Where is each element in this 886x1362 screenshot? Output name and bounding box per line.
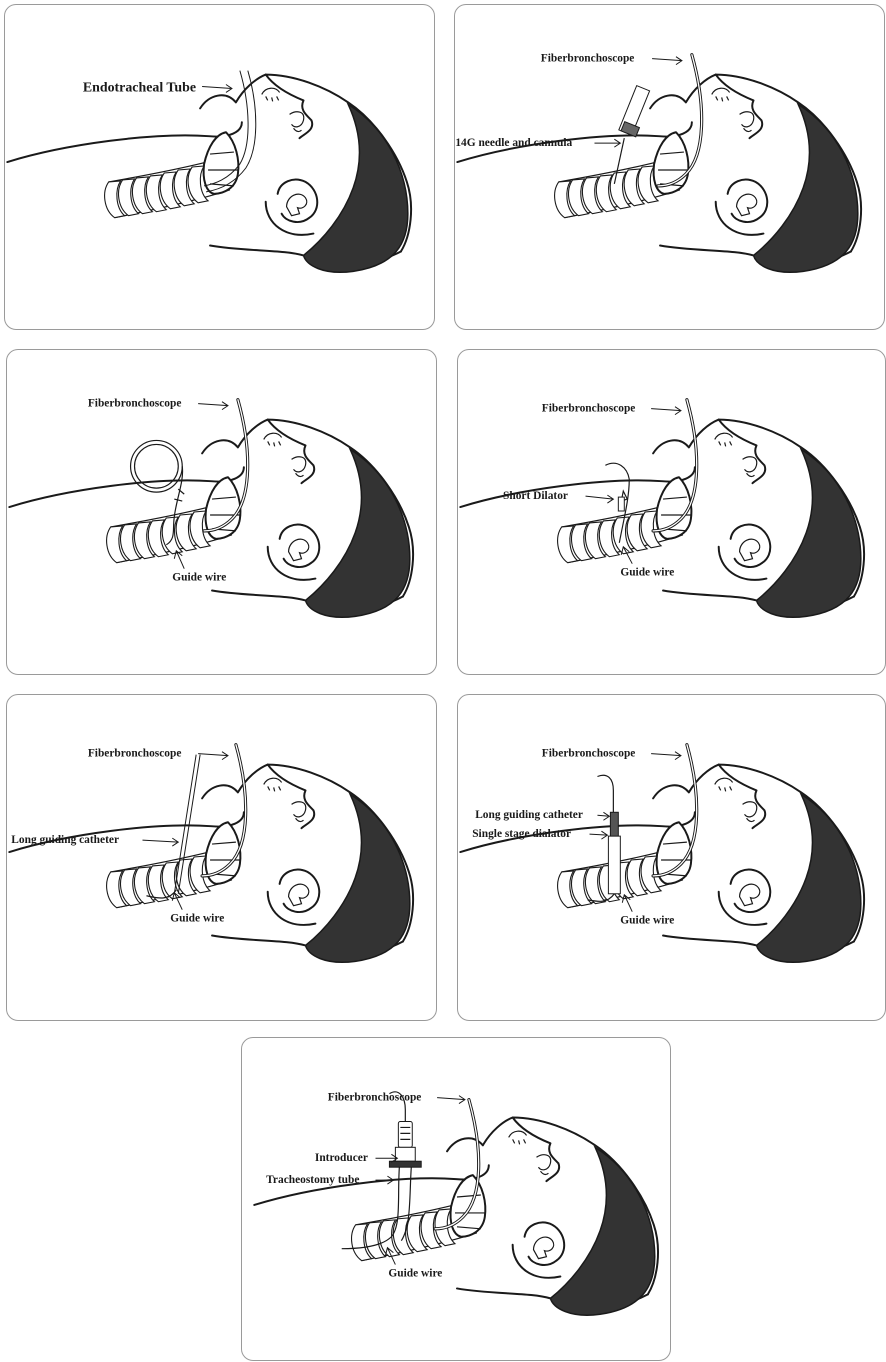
head-silhouette — [460, 420, 864, 618]
diagram-head-tracheostomy: Fiberbronchoscope Introducer Tracheostom… — [242, 1038, 670, 1360]
panel-guide-wire: Fiberbronchoscope Guide wire — [6, 349, 437, 675]
label-single-stage-dilator: Single stage dialator — [472, 828, 571, 840]
label-fiberbronchoscope: Fiberbronchoscope — [328, 1092, 422, 1104]
diagram-head-short-dilator: Fiberbronchoscope Short Dilator Guide wi… — [458, 350, 885, 674]
head-silhouette — [460, 765, 864, 963]
diagram-head-long-catheter: Fiberbronchoscope Long guiding catheter … — [7, 695, 436, 1020]
label-fiberbronchoscope: Fiberbronchoscope — [88, 398, 182, 410]
head-silhouette — [9, 765, 413, 963]
label-tracheostomy-tube: Tracheostomy tube — [266, 1174, 359, 1186]
label-long-catheter: Long guiding catheter — [11, 834, 119, 846]
label-endotracheal-tube: Endotracheal Tube — [83, 80, 196, 95]
head-silhouette — [254, 1118, 658, 1316]
panel-tracheostomy-tube: Fiberbronchoscope Introducer Tracheostom… — [241, 1037, 671, 1361]
diagram-head-needle: Fiberbronchoscope 14G needle and cannula — [455, 5, 884, 329]
panel-needle-cannula: Fiberbronchoscope 14G needle and cannula — [454, 4, 885, 330]
label-guide-wire: Guide wire — [172, 572, 226, 584]
head-silhouette — [7, 75, 411, 273]
label-fiberbronchoscope: Fiberbronchoscope — [542, 748, 636, 760]
panel-single-stage-dilator: Fiberbronchoscope Long guiding catheter … — [457, 694, 886, 1021]
diagram-head-single-dilator: Fiberbronchoscope Long guiding catheter … — [458, 695, 885, 1020]
diagram-head-endotracheal: Endotracheal Tube — [5, 5, 434, 329]
label-fiberbronchoscope: Fiberbronchoscope — [542, 403, 636, 415]
label-introducer: Introducer — [315, 1152, 368, 1164]
panel-endotracheal-tube: Endotracheal Tube — [4, 4, 435, 330]
label-guide-wire: Guide wire — [388, 1268, 442, 1280]
head-silhouette — [457, 75, 861, 273]
label-short-dilator: Short Dilator — [503, 490, 568, 502]
label-guide-wire: Guide wire — [170, 913, 224, 925]
label-guide-wire: Guide wire — [620, 567, 674, 579]
label-long-catheter: Long guiding catheter — [475, 809, 583, 821]
panel-short-dilator: Fiberbronchoscope Short Dilator Guide wi… — [457, 349, 886, 675]
label-fiberbronchoscope: Fiberbronchoscope — [88, 748, 182, 760]
label-guide-wire: Guide wire — [620, 915, 674, 927]
arrow-endotracheal-tube — [202, 85, 232, 93]
label-fiberbronchoscope: Fiberbronchoscope — [541, 53, 635, 65]
head-silhouette — [9, 420, 413, 618]
label-needle-cannula: 14G needle and cannula — [455, 137, 572, 149]
panel-long-catheter: Fiberbronchoscope Long guiding catheter … — [6, 694, 437, 1021]
diagram-head-guidewire: Fiberbronchoscope Guide wire — [7, 350, 436, 674]
